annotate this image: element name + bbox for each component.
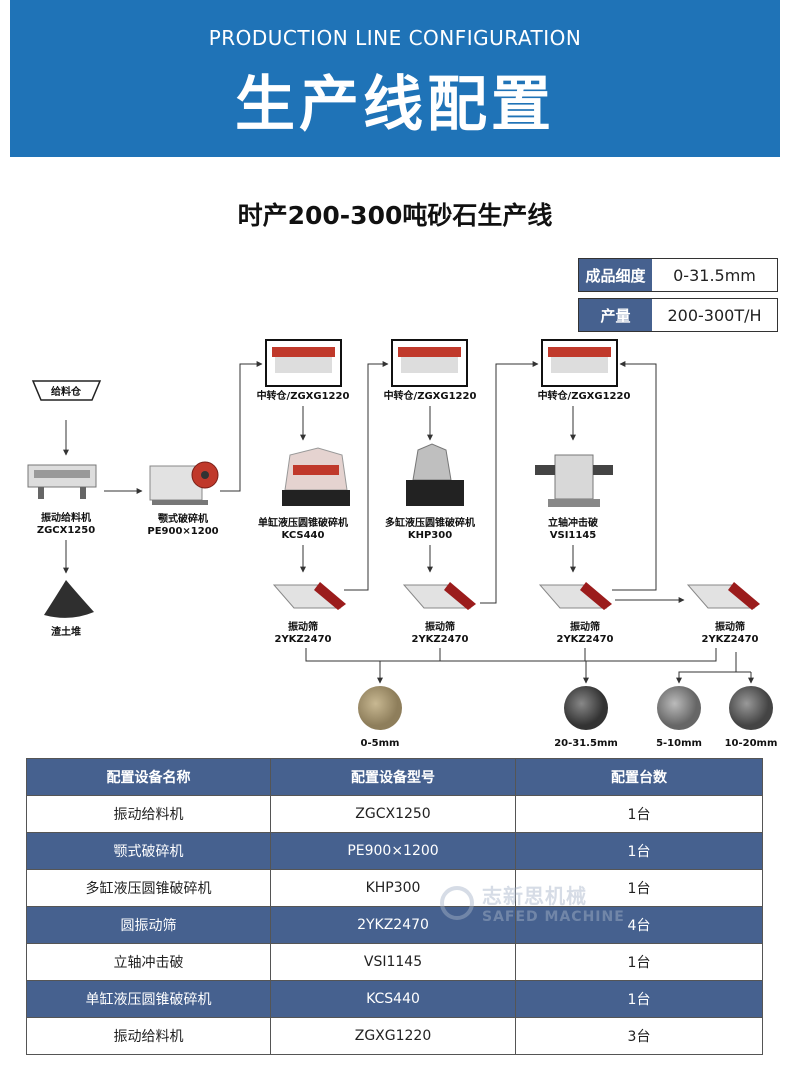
crusher-3-model: VSI1145 [550, 530, 597, 541]
table-cell: VSI1145 [270, 943, 516, 981]
jaw-crusher-icon [149, 461, 219, 505]
crusher-2-model: KHP300 [408, 530, 452, 541]
table-cell: 圆振动筛 [26, 906, 271, 944]
table-header-count: 配置台数 [515, 758, 763, 796]
waste-label: 渣土堆 [51, 625, 81, 638]
bin-1-label: 中转仓/ZGXG1220 [257, 389, 350, 402]
table-cell: 2YKZ2470 [270, 906, 516, 944]
crusher-1-name: 单缸液压圆锥破碎机 [258, 516, 348, 529]
product-1-label: 0-5mm [361, 738, 400, 749]
feeder-model: ZGCX1250 [37, 525, 95, 536]
header-english-title: PRODUCTION LINE CONFIGURATION [208, 26, 582, 50]
crusher-1-model: KCS440 [282, 530, 325, 541]
hopper-icon: 给料仓 [31, 380, 102, 401]
product-4-label: 10-20mm [725, 738, 778, 749]
table-row: 圆振动筛 2YKZ2470 4台 [26, 906, 763, 944]
screen-1-model: 2YKZ2470 [274, 634, 331, 645]
table-cell: 1台 [515, 943, 763, 981]
table-cell: 多缸液压圆锥破碎机 [26, 869, 271, 907]
multi-cylinder-cone-crusher-icon [406, 443, 464, 506]
table-row: 振动给料机 ZGXG1220 3台 [26, 1017, 763, 1055]
watermark-logo-icon [440, 885, 474, 920]
watermark-en: SAFED MACHINE [482, 909, 625, 925]
equipment-table: 配置设备名称 配置设备型号 配置台数 振动给料机 ZGCX1250 1台 颚式破… [26, 758, 763, 1055]
screen-1-name: 振动筛 [288, 620, 318, 633]
table-cell: 单缸液压圆锥破碎机 [26, 980, 271, 1018]
header-banner: PRODUCTION LINE CONFIGURATION 生产线配置 [10, 0, 780, 157]
product-gravel-medium-icon [729, 686, 773, 730]
spec-capacity-key: 产量 [579, 299, 652, 331]
bin-2-label: 中转仓/ZGXG1220 [384, 389, 477, 402]
table-cell: KHP300 [270, 869, 516, 907]
product-gravel-small-icon [657, 686, 701, 730]
crusher-2-name: 多缸液压圆锥破碎机 [385, 516, 475, 529]
table-cell: 3台 [515, 1017, 763, 1055]
waste-pile-icon [44, 580, 94, 618]
table-header-row: 配置设备名称 配置设备型号 配置台数 [26, 758, 763, 796]
table-cell: PE900×1200 [270, 832, 516, 870]
spec-capacity: 产量 200-300T/H [578, 298, 778, 332]
table-cell: 颚式破碎机 [26, 832, 271, 870]
watermark: 志新思机械 SAFED MACHINE [440, 880, 625, 925]
flow-diagram: 给料仓 振动给料机 ZGCX1250 渣土堆 颚式破碎机 PE900×1200 … [27, 339, 778, 749]
vibrating-feeder-icon [27, 464, 97, 499]
production-line-title: 时产200-300吨砂石生产线 [237, 201, 553, 230]
table-cell: ZGCX1250 [270, 795, 516, 833]
screen-4-model: 2YKZ2470 [701, 634, 758, 645]
table-row: 立轴冲击破 VSI1145 1台 [26, 943, 763, 981]
crusher-3-name: 立轴冲击破 [548, 516, 598, 529]
table-cell: KCS440 [270, 980, 516, 1018]
screen-2-model: 2YKZ2470 [411, 634, 468, 645]
table-row: 振动给料机 ZGCX1250 1台 [26, 795, 763, 833]
product-2-label: 20-31.5mm [554, 738, 618, 749]
spec-fineness: 成品细度 0-31.5mm [578, 258, 778, 292]
product-sand-icon [358, 686, 402, 730]
table-cell: 立轴冲击破 [26, 943, 271, 981]
jaw-model: PE900×1200 [147, 526, 218, 537]
table-row: 多缸液压圆锥破碎机 KHP300 1台 [26, 869, 763, 907]
vibrating-screen-2-icon [402, 582, 476, 610]
transfer-bin-2-icon [391, 339, 468, 387]
jaw-name: 颚式破碎机 [158, 512, 208, 525]
product-3-label: 5-10mm [656, 738, 702, 749]
table-header-name: 配置设备名称 [26, 758, 271, 796]
table-cell: 振动给料机 [26, 795, 271, 833]
screen-3-name: 振动筛 [570, 620, 600, 633]
single-cylinder-cone-crusher-icon [282, 447, 350, 506]
feeder-name: 振动给料机 [41, 511, 91, 524]
table-cell: 1台 [515, 832, 763, 870]
spec-capacity-value: 200-300T/H [652, 299, 777, 331]
table-cell: 1台 [515, 795, 763, 833]
screen-2-name: 振动筛 [425, 620, 455, 633]
bin-3-label: 中转仓/ZGXG1220 [538, 389, 631, 402]
watermark-cn: 志新思机械 [482, 884, 587, 908]
table-cell: 振动给料机 [26, 1017, 271, 1055]
vsi-crusher-icon [535, 454, 613, 507]
table-cell: 1台 [515, 980, 763, 1018]
table-header-model: 配置设备型号 [270, 758, 516, 796]
hopper-label: 给料仓 [51, 385, 82, 398]
transfer-bin-3-icon [541, 339, 618, 387]
vibrating-screen-4-icon [686, 582, 760, 610]
transfer-bin-1-icon [265, 339, 342, 387]
table-cell: 1台 [515, 869, 763, 907]
table-row: 单缸液压圆锥破碎机 KCS440 1台 [26, 980, 763, 1018]
header-chinese-title: 生产线配置 [235, 70, 555, 140]
table-row: 颚式破碎机 PE900×1200 1台 [26, 832, 763, 870]
table-cell: ZGXG1220 [270, 1017, 516, 1055]
vibrating-screen-3-icon [538, 582, 612, 610]
screen-4-name: 振动筛 [715, 620, 745, 633]
spec-fineness-value: 0-31.5mm [652, 259, 777, 291]
vibrating-screen-1-icon [272, 582, 346, 610]
product-gravel-large-icon [564, 686, 608, 730]
spec-fineness-key: 成品细度 [579, 259, 652, 291]
screen-3-model: 2YKZ2470 [556, 634, 613, 645]
